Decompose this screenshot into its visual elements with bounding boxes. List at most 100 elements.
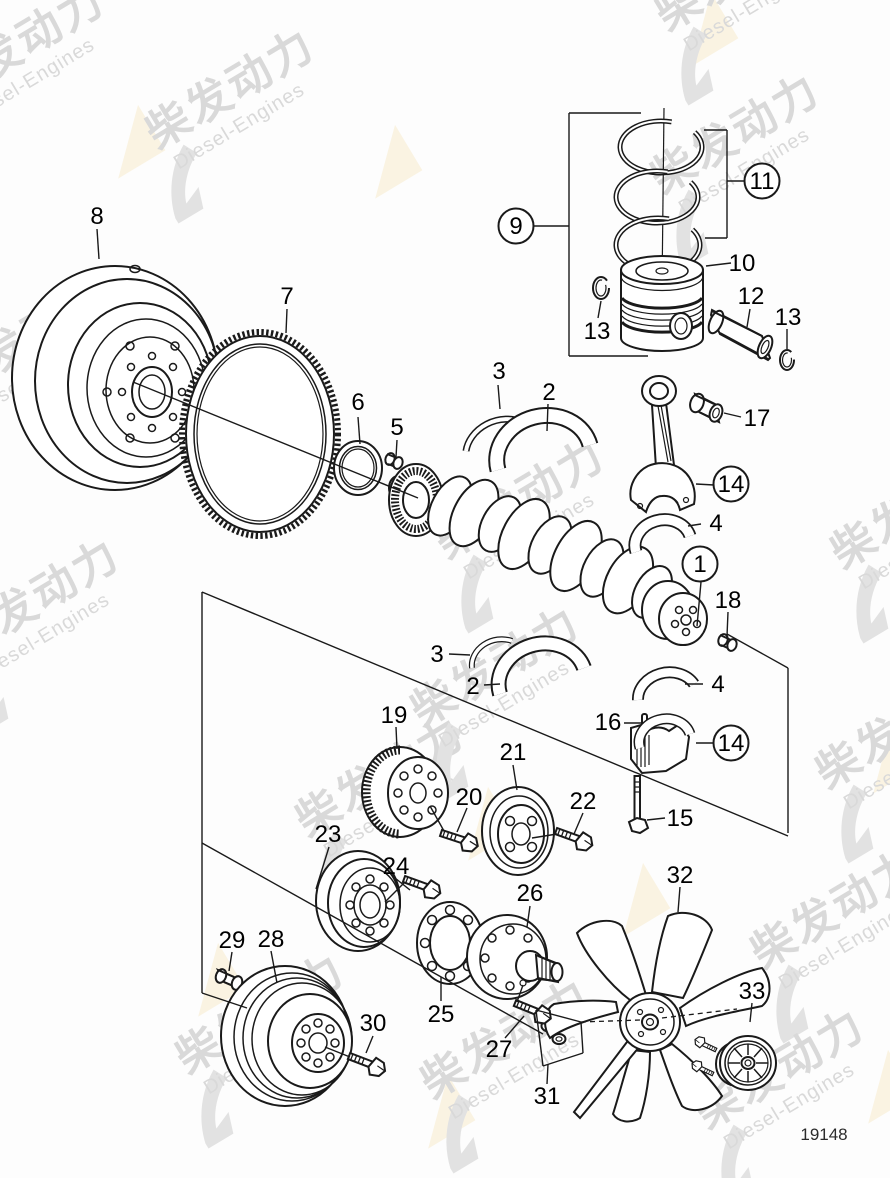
callout-11: 11 (743, 162, 781, 200)
leader-line (497, 384, 501, 410)
callout-5: 5 (390, 414, 403, 441)
watermark-triangle (691, 0, 739, 67)
part-bolt-20 (436, 824, 482, 856)
callout-number: 3 (430, 641, 443, 668)
leader-line (201, 591, 789, 837)
part-main-bearing-2-upper (488, 406, 599, 473)
brand-logo-icon (776, 964, 809, 1044)
callout-number: 25 (428, 1001, 455, 1028)
leader-line (535, 1009, 582, 1023)
callout-27: 27 (486, 1036, 513, 1063)
leader-line (285, 308, 288, 334)
callout-number: 8 (90, 203, 103, 230)
callout-number: 2 (542, 379, 555, 406)
callout-23: 23 (315, 821, 342, 848)
leader-line (531, 833, 558, 839)
leader-line (746, 308, 751, 328)
callout-number: 1 (693, 551, 706, 578)
part-bushing-17 (689, 392, 724, 424)
callout-number: 4 (709, 510, 722, 537)
leader-lines (96, 112, 789, 1085)
callout-number: 20 (456, 784, 483, 811)
callout-number: 6 (351, 389, 364, 416)
part-pulley-33 (689, 1034, 777, 1091)
callout-number: 32 (667, 862, 694, 889)
callout-number: 19 (381, 702, 408, 729)
part-main-bearing-2-lower (490, 635, 592, 697)
brand-logo-icon (721, 1124, 754, 1178)
leader-line (516, 984, 524, 1003)
callout-number: 12 (738, 283, 765, 310)
figure-number: 19148 (800, 1125, 847, 1144)
leader-line (483, 683, 501, 686)
part-hub-26 (466, 914, 564, 1000)
leader-line (726, 611, 729, 637)
leader-line (384, 881, 406, 903)
watermark-triangle (118, 104, 166, 179)
watermark-triangle (868, 1049, 890, 1124)
callout-number: 14 (718, 471, 745, 498)
callout-number: 30 (360, 1010, 387, 1037)
leader-line (456, 807, 468, 833)
callout-number: 22 (570, 788, 597, 815)
callout-number: 14 (718, 730, 745, 757)
leader-line (96, 228, 100, 260)
callout-17: 17 (744, 405, 771, 432)
callout-number: 21 (500, 739, 527, 766)
callout-10: 10 (729, 250, 756, 277)
leader-line (546, 403, 549, 432)
leader-line (696, 581, 702, 627)
callout-32: 32 (667, 862, 694, 889)
dashed-line (661, 1008, 738, 1019)
part-thrust-washer-3-lower (468, 636, 514, 669)
callout-number: 23 (315, 821, 342, 848)
part-bolt-15 (627, 775, 650, 835)
watermark-cn-text: 柴发动力 (822, 440, 890, 579)
leader-line (749, 1002, 753, 1023)
brand-logo-icon (461, 554, 494, 634)
part-bearing-4-upper (628, 513, 697, 555)
callout-3: 3 (430, 641, 443, 668)
callout-31: 31 (534, 1083, 561, 1110)
leader-line (723, 412, 742, 418)
leader-line (365, 1035, 374, 1054)
part-crankshaft-1 (388, 463, 708, 646)
part-key-5 (384, 452, 404, 470)
part-piston-pin-12 (707, 308, 774, 362)
part-circlip-13-right (779, 349, 795, 371)
leader-line (580, 1021, 584, 1054)
brand-logo-icon (681, 26, 714, 106)
callout-number: 27 (486, 1036, 513, 1063)
leader-line (726, 633, 789, 669)
leader-line (504, 1015, 525, 1039)
callout-33: 33 (739, 978, 766, 1005)
leader-line (535, 1009, 544, 1067)
part-fan-32 (544, 911, 771, 1123)
callout-2: 2 (466, 673, 479, 700)
part-bearing-4-lower (632, 666, 699, 701)
callout-14: 14 (712, 724, 750, 762)
callout-number: 10 (729, 250, 756, 277)
callout-number: 18 (715, 587, 742, 614)
callout-number: 29 (219, 927, 246, 954)
callout-circle (712, 465, 750, 503)
part-seal-6 (333, 440, 383, 496)
callout-22: 22 (570, 788, 597, 815)
callout-19: 19 (381, 702, 408, 729)
watermark-triangle (873, 719, 890, 794)
leader-line (201, 992, 248, 1009)
callout-1: 1 (681, 545, 719, 583)
callout-13: 13 (584, 318, 611, 345)
callout-18: 18 (715, 587, 742, 614)
leader-line (270, 950, 278, 984)
leader-line (546, 1063, 549, 1085)
watermark-triangle (623, 862, 671, 937)
leader-line (429, 805, 445, 832)
leader-line (646, 817, 666, 821)
